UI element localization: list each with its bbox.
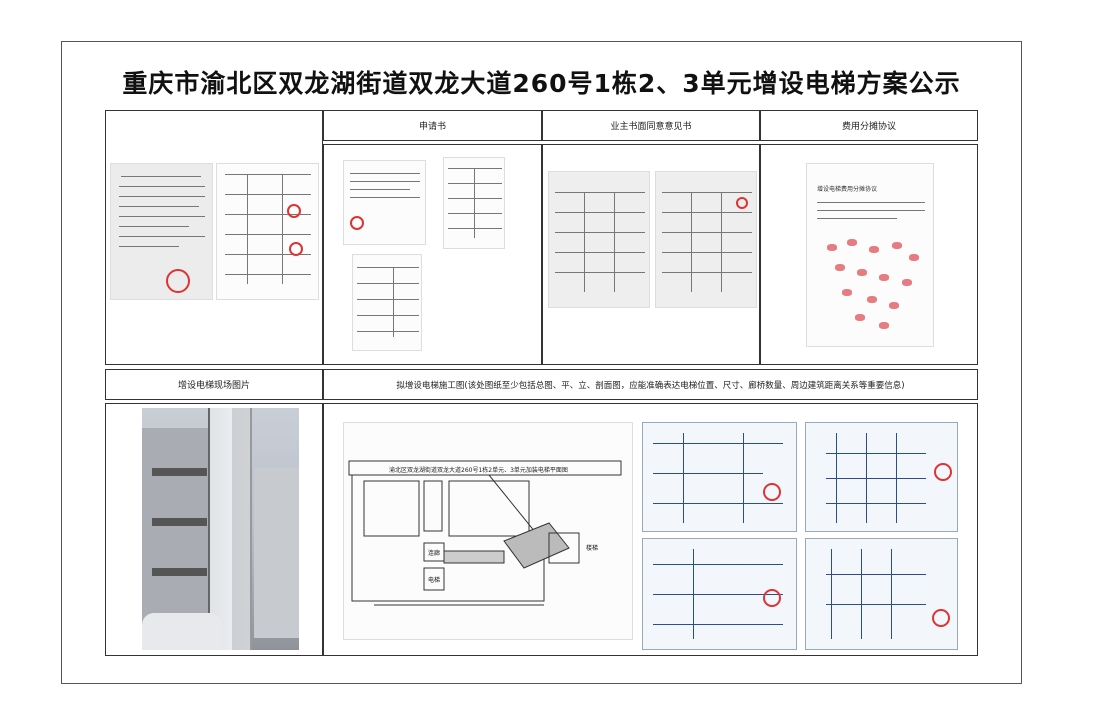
label-stair: 楼梯: [586, 545, 599, 552]
elevator-site-photo: [142, 408, 299, 650]
site-plan-blueprint-1: [642, 422, 797, 532]
header-owner-consent: 业主书面同意意见书: [542, 110, 760, 141]
header-application: 申请书: [323, 110, 542, 141]
scanned-document-image: [110, 163, 213, 300]
header-cost-agreement: 费用分摊协议: [760, 110, 978, 141]
label-corridor: 连廊: [428, 550, 441, 557]
poster-frame: [61, 41, 1022, 684]
application-signature-table-image: [443, 157, 505, 249]
page-title: 重庆市渝北区双龙湖街道双龙大道260号1栋2、3单元增设电梯方案公示: [122, 69, 961, 98]
header-construction-drawing: 拟增设电梯施工图(该处图纸至少包括总图、平、立、剖面图，应能准确表达电梯位置、尺…: [323, 369, 978, 400]
scanned-table-image: [216, 163, 319, 300]
header-site-photo: 增设电梯现场图片: [105, 369, 323, 400]
elevation-blueprint-2: [805, 538, 958, 650]
label-elevator: 电梯: [428, 577, 441, 584]
cost-agreement-image: 增设电梯费用分摊协议: [806, 163, 934, 347]
floor-plan-drawing: 渝北区双龙湖街道双龙大道260号1栋2单元、3单元加装电梯平面图 连廊 电梯 楼…: [343, 422, 633, 640]
application-letter-image: [343, 160, 426, 245]
owner-consent-form-1-image: [548, 171, 650, 308]
application-list-image: [352, 254, 422, 351]
floor-plan-lines: [348, 460, 622, 606]
elevation-blueprint-1: [805, 422, 958, 532]
owner-consent-form-2-image: [655, 171, 757, 308]
cost-agreement-heading: 增设电梯费用分摊协议: [817, 186, 878, 193]
site-plan-blueprint-2: [642, 538, 797, 650]
floor-plan-caption: 渝北区双龙湖街道双龙大道260号1栋2单元、3单元加装电梯平面图: [389, 467, 568, 474]
